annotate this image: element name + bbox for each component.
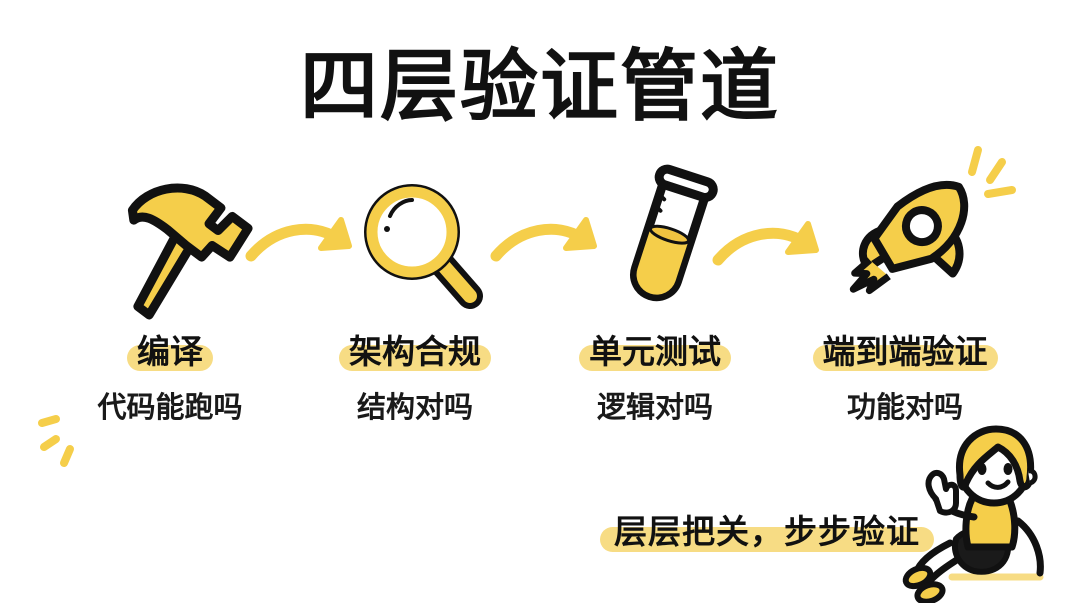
caption-highlight-band xyxy=(600,527,934,552)
girl-thumbs-up-illustration xyxy=(890,425,1080,603)
highlight-band xyxy=(812,345,998,371)
sparkle-bottom-left xyxy=(30,405,100,480)
caption: 层层把关，步步验证 xyxy=(600,508,934,556)
stage-title: 编译 xyxy=(137,333,203,370)
stage-title-wrap: 端到端验证 xyxy=(812,330,998,374)
stage-title: 端到端验证 xyxy=(822,333,988,370)
magnifier-icon xyxy=(350,172,510,322)
arrow-1 xyxy=(245,212,375,272)
rocket-icon xyxy=(835,160,995,310)
stage-subtitle: 逻辑对吗 xyxy=(596,392,713,424)
arrow-3 xyxy=(712,216,842,276)
stage-title-wrap: 单元测试 xyxy=(579,330,731,374)
stage-architecture: 架构合规 结构对吗 xyxy=(285,330,545,426)
arrow-2 xyxy=(490,212,620,272)
hammer-icon xyxy=(100,172,260,322)
highlight-band xyxy=(339,345,491,371)
sparkle-rocket-top-right xyxy=(960,142,1040,227)
stage-subtitle: 结构对吗 xyxy=(356,392,473,424)
stage-title: 单元测试 xyxy=(589,333,721,370)
highlight-band xyxy=(127,345,213,371)
stage-e2e: 端到端验证 功能对吗 xyxy=(775,330,1035,426)
stage-subtitle: 功能对吗 xyxy=(846,392,963,424)
stage-title: 架构合规 xyxy=(349,333,481,370)
stage-title-wrap: 架构合规 xyxy=(339,330,491,374)
stage-title-wrap: 编译 xyxy=(127,330,213,374)
stage-subtitle: 代码能跑吗 xyxy=(97,392,243,424)
stage-unit-test: 单元测试 逻辑对吗 xyxy=(525,330,785,426)
test-tube-icon xyxy=(595,164,755,314)
stage-compile: 编译 代码能跑吗 xyxy=(40,330,300,426)
highlight-band xyxy=(579,345,731,371)
page-title: 四层验证管道 xyxy=(299,42,780,130)
caption-text: 层层把关，步步验证 xyxy=(614,513,920,550)
